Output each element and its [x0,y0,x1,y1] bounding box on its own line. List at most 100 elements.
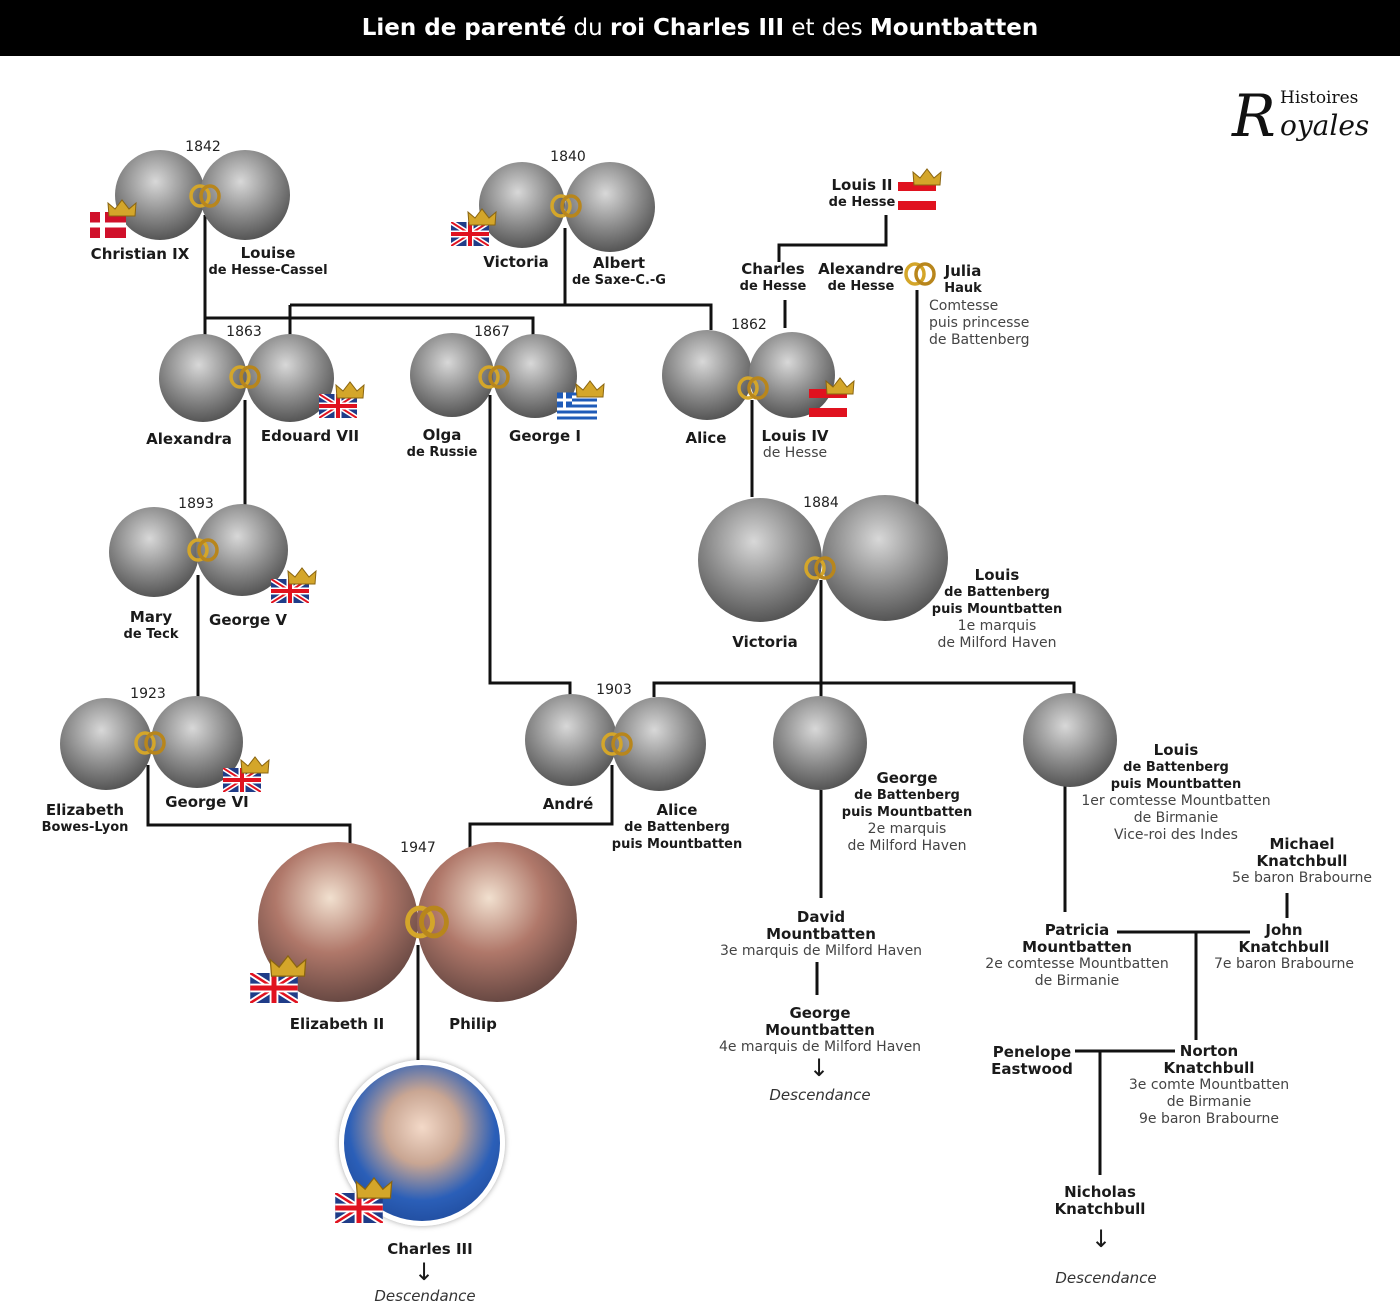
label-line: Hauk [944,281,982,296]
wedding-rings-icon [550,194,582,218]
photo-mary [109,507,199,597]
descendance-label: Descendance [374,1287,476,1305]
label-line: 1er comtesse Mountbatten [1081,793,1271,809]
wedding-rings-icon [134,731,166,755]
marriage-year: 1862 [731,317,767,333]
label-line: de Milford Haven [937,635,1057,651]
label-george-v: George V [209,612,287,629]
crown-icon [107,199,137,217]
label-line: Mountbatten [766,925,876,943]
logo-line: oyales [1280,109,1370,142]
label-line: Mary [129,608,173,626]
title-part: du [566,15,611,41]
crown-icon [912,168,942,186]
descendance-label: Descendance [769,1086,871,1104]
label-line: Elizabeth II [289,1015,385,1033]
photo-george-mountbatten [773,696,867,790]
label-line: 9e baron Brabourne [1138,1111,1280,1127]
label-line: 3e marquis de Milford Haven [719,943,923,959]
crown-icon [240,756,270,774]
logo-line: Histoires [1280,88,1359,108]
logo-initial: R [1232,82,1276,150]
label-line: de Hesse [827,279,895,294]
label-line: George I [509,427,581,445]
crown-icon [335,381,365,399]
label-line: 3e comte Mountbatten [1128,1077,1290,1093]
label-line: de Hesse-Cassel [208,263,328,278]
label-line: de Battenberg [854,788,960,803]
label-line: George VI [165,793,249,811]
label-line: Louise [240,244,296,262]
label-line: Knatchbull [1054,1200,1146,1218]
label-charles-iii: Charles III [387,1241,472,1258]
label-line: 2e comtesse Mountbatten [985,956,1169,972]
wedding-rings-icon [189,184,221,208]
label-line: Louis II [831,176,893,194]
label-line: Mountbatten [1022,938,1132,956]
marriage-year: 1893 [178,496,214,512]
label-line: Michael [1269,835,1335,853]
descendance-label: Descendance [1055,1269,1157,1287]
photo-louis-mountbatten [1023,693,1117,787]
wedding-rings-icon [187,538,219,562]
label-line: de Battenberg [929,332,1030,348]
label-andre: André [543,796,594,813]
label-line: Victoria [483,253,549,271]
label-line: puis Mountbatten [931,602,1063,617]
photo-victoria-battenberg [698,498,822,622]
label-line: 5e baron Brabourne [1231,870,1373,886]
label-line: puis Mountbatten [841,805,973,820]
label-line: de Birmanie [1166,1094,1252,1110]
title-part: Lien de parenté [361,15,567,41]
label-line: Alice [685,429,727,447]
label-line: Patricia [1044,921,1110,939]
label-line: 7e baron Brabourne [1213,956,1355,972]
title-bar: Lien de parenté du roi Charles III et de… [0,0,1400,56]
marriage-year: 1840 [550,149,586,165]
label-alexandra: Alexandra [146,431,232,448]
marriage-year: 1867 [474,324,510,340]
label-line: Alexandra [146,430,232,448]
label-line: Olga [422,426,462,444]
photo-louis-battenberg [822,495,948,621]
wedding-rings-icon [405,905,449,939]
marriage-year: 1884 [803,495,839,511]
label-line: Alice [656,801,698,819]
label-line: Charles III [387,1240,473,1258]
label-line: Christian IX [90,245,190,263]
wedding-rings-icon [804,556,836,580]
marriage-year: 1863 [226,324,262,340]
label-line: Charles [741,260,805,278]
photo-andre [525,694,617,786]
label-line: Louis [1153,741,1199,759]
wedding-rings-icon [229,365,261,389]
photo-louise [200,150,290,240]
label-line: George [876,769,938,787]
label-line: Louis IV [761,427,829,445]
crown-icon [467,208,497,226]
wedding-rings-icon [904,262,936,286]
label-line: Albert [592,254,646,272]
label-line: David [796,908,846,926]
label-line: George [789,1004,851,1022]
label-line: puis Mountbatten [1110,777,1242,792]
crown-icon [287,567,317,585]
photo-alice-hesse [662,330,752,420]
label-line: Knatchbull [1163,1059,1255,1077]
